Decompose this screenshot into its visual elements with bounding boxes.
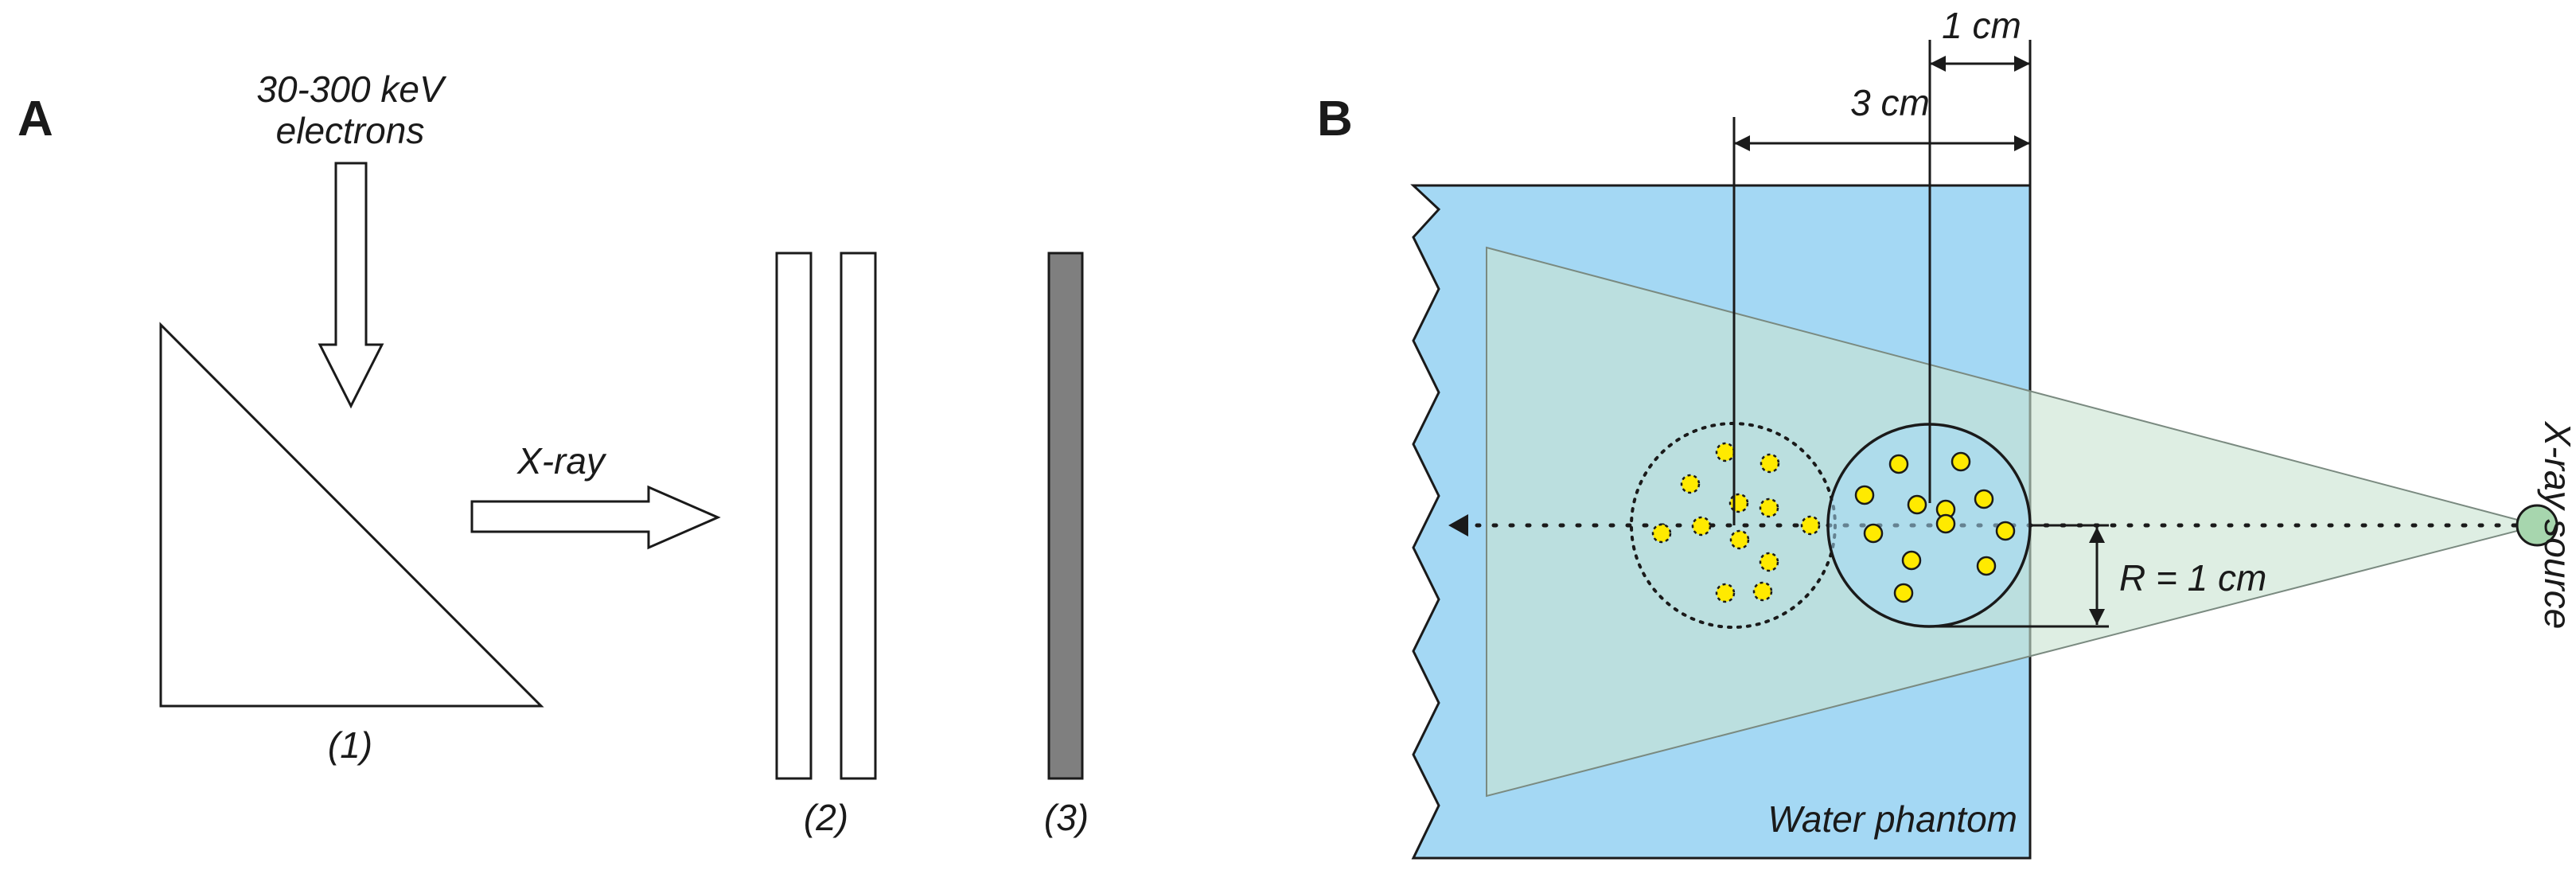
particle-solid — [1951, 451, 1971, 472]
particle-solid — [1888, 454, 1909, 474]
particle-dashed — [1715, 583, 1736, 603]
dotted-circle-particles — [1651, 442, 1821, 603]
beam-axis-arrowhead — [1448, 514, 1468, 536]
xray-label: X-ray — [516, 440, 607, 482]
panel-a: A 30-300 keV electrons (1) X-ray (2) (3) — [18, 68, 1089, 838]
particle-solid — [1974, 489, 1994, 509]
particle-dashed — [1759, 497, 1779, 518]
panel-b: B — [1317, 5, 2576, 860]
filter-label: (2) — [804, 797, 848, 838]
particle-dashed — [1752, 581, 1773, 602]
detector-label: (3) — [1044, 797, 1089, 838]
radius-label: R = 1 cm — [2119, 557, 2266, 599]
electron-energy-label: 30-300 keV — [256, 68, 447, 110]
particle-solid — [1893, 583, 1914, 603]
electron-word-label: electrons — [276, 110, 425, 151]
particle-solid — [1935, 513, 1956, 534]
particle-dashed — [1680, 474, 1701, 494]
filter-plate-2 — [840, 252, 877, 780]
phantom-label: Water phantom — [1767, 798, 2017, 840]
particle-dashed — [1759, 552, 1779, 572]
xray-source-icon — [2516, 504, 2558, 547]
filter-plate-1 — [775, 252, 813, 780]
particle-dashed — [1728, 493, 1749, 513]
sample-particles — [1854, 451, 2016, 603]
dim-1cm-label: 1 cm — [1942, 5, 2021, 46]
particle-dashed — [1800, 515, 1821, 536]
electron-arrow — [318, 162, 384, 409]
target-triangle — [159, 322, 544, 708]
particle-dashed — [1691, 516, 1712, 536]
dim-3cm-label: 3 cm — [1850, 82, 1930, 123]
panel-a-label: A — [18, 92, 53, 146]
particle-dashed — [1729, 529, 1750, 550]
xray-arrow — [470, 485, 721, 550]
particle-solid — [1854, 485, 1875, 505]
xray-source-label: X-ray source — [2537, 421, 2576, 630]
panel-b-label: B — [1317, 92, 1353, 146]
particle-solid — [1976, 556, 1997, 576]
particle-solid — [1901, 550, 1922, 571]
target-label: (1) — [328, 724, 372, 766]
detector-plate — [1047, 252, 1084, 780]
particle-dashed — [1760, 453, 1780, 474]
particle-dashed — [1651, 523, 1672, 544]
particle-solid — [1863, 523, 1884, 544]
particle-dashed — [1715, 442, 1736, 462]
particle-solid — [1907, 494, 1927, 515]
particle-solid — [1995, 521, 2016, 541]
